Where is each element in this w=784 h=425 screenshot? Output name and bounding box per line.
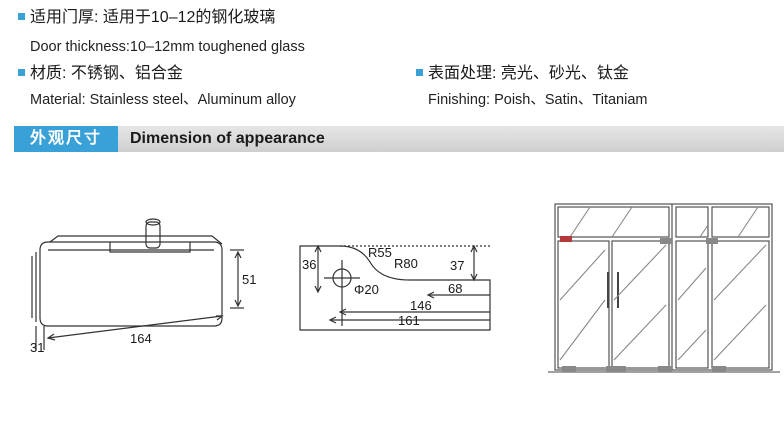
spec-title: 材质: 不锈钢、铝合金 xyxy=(30,65,183,82)
bullet-icon xyxy=(416,69,423,76)
spec-door-thickness: 适用门厚: 适用于10–12的钢化玻璃 xyxy=(18,8,275,28)
spec-finishing: 表面处理: 亮光、砂光、钛金 xyxy=(416,64,629,84)
spec-door-thickness-en: Door thickness:10–12mm toughened glass xyxy=(30,39,305,55)
spec-title: 适用门厚: 适用于10–12的钢化玻璃 xyxy=(30,9,276,26)
clamp-height-label: 51 xyxy=(242,272,256,287)
top-patch-marker xyxy=(560,236,572,242)
spec-material: 材质: 不锈钢、铝合金 xyxy=(18,64,183,84)
radius-small-label: R80 xyxy=(394,256,418,271)
dim-146-label: 146 xyxy=(410,298,432,313)
spec-title: 表面处理: 亮光、砂光、钛金 xyxy=(428,65,629,82)
spec-material-en: Material: Stainless steel、Aluminum alloy xyxy=(30,92,296,108)
dim-68-label: 68 xyxy=(448,281,462,296)
section-header: 外观尺寸 Dimension of appearance xyxy=(14,126,784,152)
bullet-icon xyxy=(18,13,25,20)
clamp-length-label: 164 xyxy=(130,331,152,346)
section-tag: 外观尺寸 xyxy=(14,126,118,152)
right-height-label: 37 xyxy=(450,258,464,273)
radius-large-label: R55 xyxy=(368,245,392,260)
hole-label: Φ20 xyxy=(354,282,379,297)
clamp-depth-label: 31 xyxy=(30,340,44,355)
left-height-label: 36 xyxy=(302,257,316,272)
bullet-icon xyxy=(18,69,25,76)
spec-finishing-en: Finishing: Poish、Satin、Titaniam xyxy=(428,92,648,108)
section-title: Dimension of appearance xyxy=(130,130,325,147)
dim-161-label: 161 xyxy=(398,313,420,328)
